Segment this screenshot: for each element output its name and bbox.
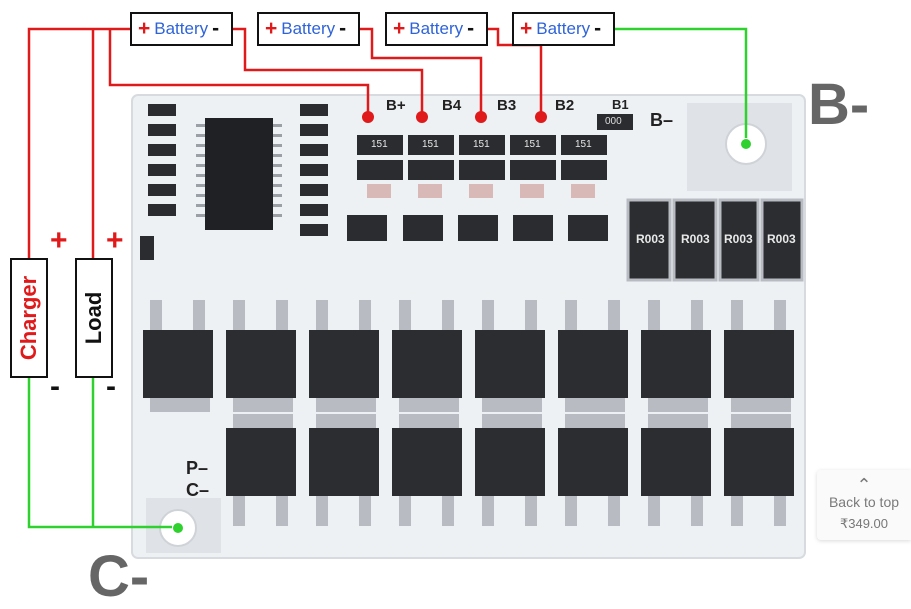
back-to-top-button[interactable]: ⌃ Back to top ₹349.00	[817, 470, 911, 540]
pad-label-c-minus: C–	[186, 480, 210, 500]
resistor-code: 151	[575, 139, 592, 150]
load-label: Load	[81, 291, 106, 345]
c-minus-label: C-	[88, 544, 150, 609]
battery-plus-sign: +	[520, 17, 533, 40]
shunt-resistors	[626, 198, 804, 282]
battery-plus-sign: +	[138, 17, 151, 40]
battery-label: Battery	[409, 19, 464, 38]
battery-minus-sign: -	[212, 17, 220, 40]
battery-minus-sign: -	[339, 17, 347, 40]
balance-resistors	[347, 135, 608, 241]
b-minus-label: B-	[808, 72, 870, 137]
resistor-code: 151	[371, 139, 388, 150]
resistor-code: 151	[473, 139, 490, 150]
battery-4: + Battery -	[512, 12, 615, 46]
positive-wires	[27, 27, 543, 258]
battery-plus-sign: +	[393, 17, 406, 40]
b1-chip	[597, 114, 633, 130]
pad-label-b-minus: B–	[650, 110, 674, 130]
load-plus-sign: +	[106, 224, 124, 257]
battery-minus-sign: -	[467, 17, 475, 40]
bms-ic-chip	[205, 118, 273, 230]
balance-pads	[362, 111, 547, 123]
negative-wires	[27, 27, 748, 529]
shunt-code: R003	[767, 232, 796, 246]
shunt-code: R003	[681, 232, 710, 246]
pad-label-b3: B3	[497, 97, 517, 114]
resistor-code: 151	[422, 139, 439, 150]
resistor-code: 151	[524, 139, 541, 150]
chevron-up-icon: ⌃	[856, 475, 872, 495]
pad-label-b-plus: B+	[386, 97, 406, 114]
shunt-code: R003	[724, 232, 753, 246]
charger-label: Charger	[16, 275, 41, 361]
battery-label: Battery	[281, 19, 336, 38]
shunt-code: R003	[636, 232, 665, 246]
charger-plus-sign: +	[50, 224, 68, 257]
charger-minus-sign: -	[50, 370, 60, 403]
chip-code-b1: 000	[605, 116, 622, 127]
back-to-top-label: Back to top	[828, 494, 900, 510]
price-label: ₹349.00	[839, 516, 889, 531]
battery-minus-sign: -	[594, 17, 602, 40]
battery-label: Battery	[154, 19, 209, 38]
battery-3: + Battery -	[385, 12, 488, 46]
battery-label: Battery	[536, 19, 591, 38]
load-minus-sign: -	[106, 370, 116, 403]
pad-label-b4: B4	[442, 97, 462, 114]
mosfets-bottom-row	[226, 414, 794, 526]
battery-1: + Battery -	[130, 12, 233, 46]
battery-2: + Battery -	[257, 12, 360, 46]
charger-box: Charger	[10, 258, 48, 378]
pad-label-b2: B2	[555, 97, 575, 114]
pad-label-b1: B1	[612, 97, 629, 112]
mosfets-top-row	[143, 300, 794, 412]
pad-label-p-minus: P–	[186, 458, 209, 478]
load-box: Load	[75, 258, 113, 378]
battery-plus-sign: +	[265, 17, 278, 40]
